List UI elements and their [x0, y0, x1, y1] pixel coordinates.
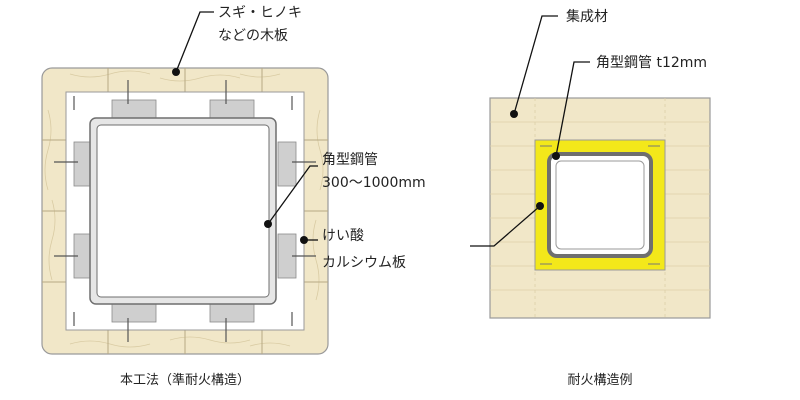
leader-lines-right — [470, 15, 590, 247]
right-column-section: 集成材 角型鋼管 t12mm 耐火構造例 — [470, 8, 711, 388]
steel-tube-label-line1: 角型鋼管 — [322, 152, 378, 168]
right-caption: 耐火構造例 — [567, 373, 632, 388]
corner-bolts — [540, 145, 660, 265]
square-steel-tube-right-inner — [555, 160, 645, 250]
left-column-section: スギ・ヒノキ などの木板 角型鋼管 300〜1000mm けい酸 カルシウム板 … — [41, 5, 426, 388]
steel-tube-right-label: 角型鋼管 t12mm — [596, 55, 707, 71]
left-caption: 本工法（準耐火構造） — [120, 372, 250, 388]
wood-board-joints — [42, 68, 328, 354]
wood-label-line1: スギ・ヒノキ — [218, 5, 302, 21]
steel-tube-label-line2: 300〜1000mm — [322, 175, 426, 191]
wood-label-line2: などの木板 — [218, 28, 288, 44]
calcium-silicate-label-line2: カルシウム板 — [322, 255, 406, 271]
square-steel-tube-inner — [96, 124, 270, 298]
glulam-label: 集成材 — [566, 8, 608, 25]
screw-set — [54, 80, 316, 342]
wood-grain — [44, 70, 324, 348]
leader-dots-left — [172, 68, 308, 244]
leader-dots-right — [510, 110, 560, 210]
calcium-silicate-label-line1: けい酸 — [322, 228, 364, 244]
